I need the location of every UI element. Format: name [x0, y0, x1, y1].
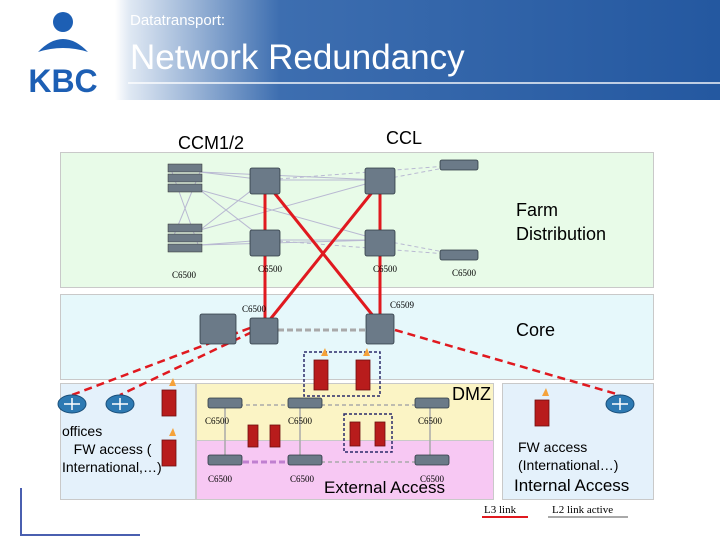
firewall-icon [534, 399, 550, 427]
device-label: C6500 [242, 304, 267, 314]
device-label: C6500 [288, 416, 313, 426]
fw-access-label: FW access (International…) [518, 439, 619, 473]
device-label: C6500 [418, 416, 443, 426]
logo-text: KBC [28, 63, 97, 98]
device-label: C6500 [258, 264, 283, 274]
switch-icon [207, 397, 243, 409]
router-icon [605, 394, 635, 414]
header-bar: KBC Datatransport: Network Redundancy [0, 0, 720, 100]
farm-zone [60, 152, 654, 288]
switch-icon [439, 159, 479, 171]
device-label: C6500 [172, 270, 197, 280]
slide-subtitle: Datatransport: [130, 12, 226, 29]
server-stack-icon [167, 223, 203, 253]
corner-accent-horizontal [20, 534, 140, 536]
device-label: C6500 [373, 264, 398, 274]
firewall-icon [313, 359, 329, 391]
device-label: C6500 [420, 474, 445, 484]
dmz-zone [196, 383, 494, 441]
device-label: C6509 [390, 300, 415, 310]
legend-l2-label: L2 link active [552, 504, 614, 516]
ccl-label: CCL [386, 128, 423, 148]
firewall-flame [169, 428, 176, 436]
switch-icon [365, 313, 395, 345]
ccm-label: CCM1/2 [178, 133, 245, 153]
switch-icon [207, 454, 243, 466]
firewall-icon [161, 389, 177, 417]
router-icon [57, 394, 87, 414]
firewall-flame [169, 378, 176, 386]
server-stack-icon [167, 163, 203, 193]
title-rule [128, 82, 720, 84]
switch-icon [364, 167, 396, 195]
device-label: C6500 [452, 268, 477, 278]
fw-group-box-top [303, 351, 381, 397]
firewall-icon [269, 424, 281, 448]
device-label: C6500 [290, 474, 315, 484]
firewall-flame [321, 348, 328, 356]
firewall-icon [374, 421, 386, 447]
internal-access-label: Internal Access [514, 476, 630, 495]
switch-icon [199, 313, 237, 345]
switch-icon [414, 454, 450, 466]
switch-icon [414, 397, 450, 409]
dmz-label: DMZ [452, 384, 491, 404]
firewall-flame [542, 388, 549, 396]
switch-icon [249, 317, 279, 345]
farm-cabling [171, 164, 461, 256]
firewall-icon [247, 424, 259, 448]
switch-icon [249, 229, 281, 257]
switch-icon [364, 229, 396, 257]
firewall-flame [363, 348, 370, 356]
switch-icon [249, 167, 281, 195]
offices-label: offices FW access ( International,…) [62, 423, 162, 475]
l3-links [263, 185, 382, 323]
firewall-icon [355, 359, 371, 391]
legend-l3-label: L3 link [484, 504, 517, 516]
kbc-logo: KBC [28, 12, 98, 98]
switch-icon [439, 249, 479, 261]
switch-icon [287, 454, 323, 466]
firewall-icon [161, 439, 177, 467]
external-access-label: External Access [324, 478, 445, 497]
firewall-icon [349, 421, 361, 447]
fw-group-box-mid [343, 413, 393, 453]
core-label: Core [516, 320, 556, 340]
slide-title: Network Redundancy [130, 38, 465, 77]
router-icon [105, 394, 135, 414]
farm-distribution-label: Farm Distribution [516, 200, 607, 244]
device-label: C6500 [205, 416, 230, 426]
external-zone [196, 440, 494, 500]
corner-accent-vertical [20, 488, 22, 536]
switch-icon [287, 397, 323, 409]
device-label: C6500 [208, 474, 233, 484]
